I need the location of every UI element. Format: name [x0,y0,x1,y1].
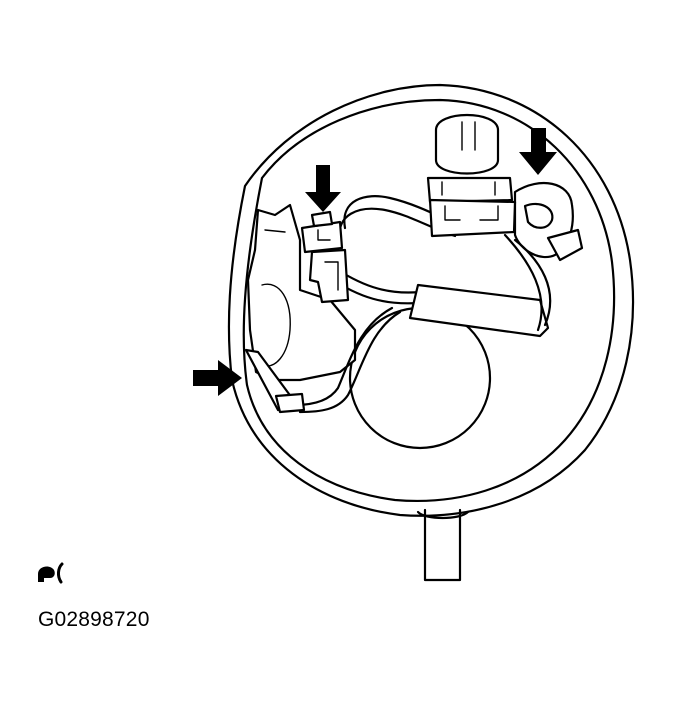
wrench-symbol-icon [38,562,64,584]
pump-body-circle [348,306,492,450]
callout-arrow-top-center [305,165,341,212]
connector-left-tab [244,348,306,414]
callout-arrow-top-right [519,128,557,175]
figure-code: G02898720 [38,608,150,631]
outlet-pipe [416,508,470,582]
right-clip [513,181,584,262]
connector-top-right [426,176,517,238]
callout-arrow-left [193,360,242,396]
connector-center [300,210,350,304]
top-knob [434,114,500,175]
